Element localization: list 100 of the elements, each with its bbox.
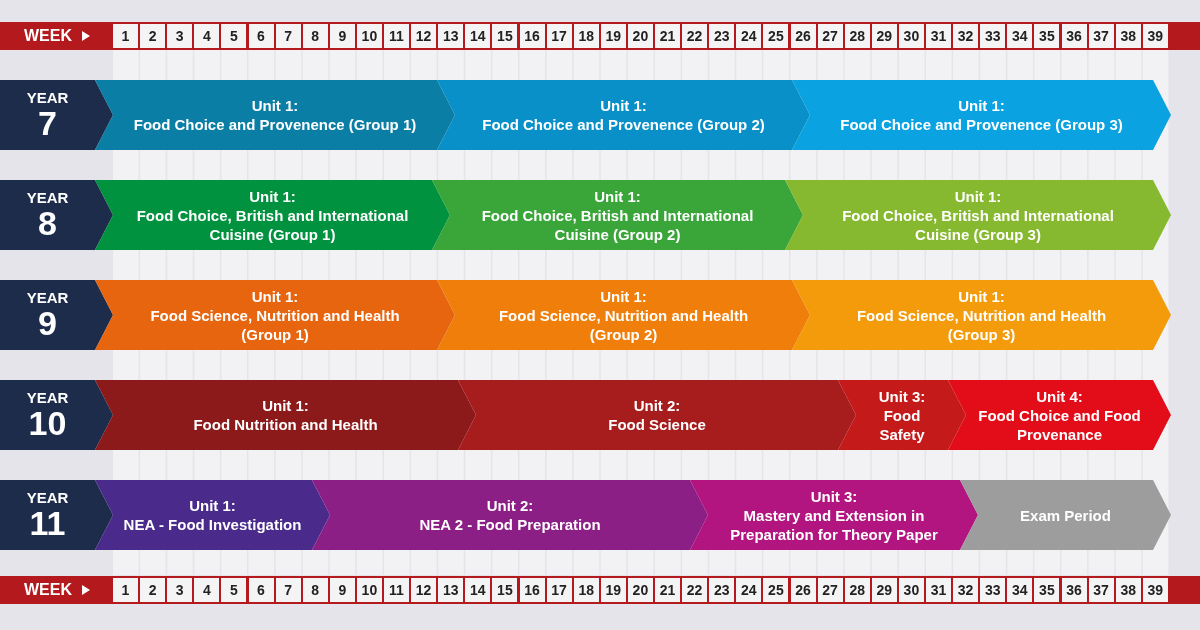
- week-number: 33: [980, 24, 1006, 48]
- week-number: 23: [709, 24, 735, 48]
- year-label: YEAR: [26, 390, 69, 406]
- week-number: 12: [411, 578, 437, 602]
- week-number: 11: [384, 24, 409, 48]
- unit-title: Unit 1:: [958, 286, 1005, 306]
- unit-banner: [95, 280, 455, 350]
- unit-title: Unit 1:: [958, 96, 1005, 115]
- week-number: 26: [790, 578, 816, 602]
- unit-title: Unit 1:: [189, 496, 236, 515]
- week-number: 35: [1034, 578, 1060, 602]
- year-banner: [0, 480, 113, 550]
- week-heading: WEEK: [24, 580, 72, 600]
- week-number: 1: [113, 578, 138, 602]
- unit-title: Unit 1:: [954, 186, 1002, 206]
- week-number: 19: [600, 24, 626, 48]
- unit-banner: [312, 480, 708, 550]
- unit-title: Unit 1:: [251, 286, 299, 306]
- year-number: 10: [28, 406, 67, 440]
- unit-banner: [458, 380, 856, 450]
- unit-description: Food Choice, British and International Cuisine (Group 3): [841, 205, 1115, 244]
- unit-banner: [690, 480, 978, 550]
- unit-title: Unit 3:: [810, 486, 858, 506]
- week-number: 25: [763, 578, 789, 602]
- year-banner: [0, 380, 113, 450]
- week-number: 34: [1007, 24, 1033, 48]
- week-number: 7: [275, 24, 301, 48]
- unit-title: Unit 1:: [249, 186, 296, 206]
- week-number: 22: [682, 578, 708, 602]
- unit-banner: [960, 480, 1171, 550]
- week-number: 18: [573, 578, 599, 602]
- unit-description: Food Safety: [878, 405, 926, 444]
- week-number: 15: [492, 24, 518, 48]
- unit-description: Food Science, Nutrition and Health (Group 3): [855, 305, 1108, 344]
- week-number: 37: [1088, 578, 1114, 602]
- unit-title: Unit 1:: [262, 396, 309, 415]
- year-number: 8: [38, 206, 57, 240]
- year-banner: [0, 280, 113, 350]
- unit-description: Mastery and Extension in Preparation for Theory Paper: [729, 505, 939, 544]
- week-number: 24: [736, 24, 762, 48]
- week-number: 5: [221, 578, 247, 602]
- unit-banner: [95, 380, 476, 450]
- week-number: 9: [329, 578, 355, 602]
- week-number: 24: [736, 578, 762, 602]
- unit-banner: [785, 180, 1171, 250]
- week-number: 20: [627, 24, 653, 48]
- week-number: 25: [763, 24, 789, 48]
- unit-title: Unit 2:: [486, 496, 534, 515]
- week-number: 10: [356, 24, 382, 48]
- year-number: 11: [29, 506, 66, 540]
- year-number: 7: [38, 106, 57, 140]
- week-number: 5: [221, 24, 247, 48]
- week-number: 20: [627, 578, 653, 602]
- unit-banner: [792, 80, 1171, 150]
- week-number: 31: [926, 578, 951, 602]
- unit-description: Food Choice, British and International Cuisine (Group 1): [135, 205, 410, 244]
- year-label: YEAR: [26, 90, 69, 106]
- week-number: 29: [871, 578, 897, 602]
- week-number: 8: [302, 578, 328, 602]
- unit-title: Unit 1:: [594, 186, 641, 206]
- unit-title: Unit 4:: [1036, 386, 1083, 406]
- week-number: 4: [194, 24, 220, 48]
- unit-description: Food Choice and Provenence (Group 3): [840, 115, 1123, 134]
- unit-description: Exam Period: [1020, 505, 1111, 525]
- week-number: 31: [926, 24, 951, 48]
- week-number: 27: [817, 24, 843, 48]
- week-number: 3: [167, 578, 193, 602]
- unit-banner: [437, 280, 810, 350]
- week-number: 16: [519, 24, 545, 48]
- year-banner: [0, 80, 113, 150]
- unit-banner: [948, 380, 1171, 450]
- week-number: 7: [275, 578, 301, 602]
- unit-banner: [838, 380, 966, 450]
- week-number: 16: [519, 578, 545, 602]
- year-label: YEAR: [26, 290, 69, 306]
- week-number: 32: [953, 24, 979, 48]
- week-number: 34: [1007, 578, 1033, 602]
- week-number: 22: [682, 24, 708, 48]
- year-number: 9: [38, 306, 57, 340]
- week-number: 19: [600, 578, 626, 602]
- unit-banner: [792, 280, 1171, 350]
- unit-description: NEA - Food Investigation: [123, 515, 302, 534]
- week-number: 30: [898, 578, 924, 602]
- unit-banner: [95, 80, 455, 150]
- week-number: 1: [113, 24, 138, 48]
- week-number: 4: [194, 578, 220, 602]
- week-number: 30: [898, 24, 924, 48]
- week-number: 2: [140, 578, 166, 602]
- week-number: 13: [438, 24, 464, 48]
- unit-title: Unit 1:: [600, 96, 647, 115]
- week-number: 6: [248, 578, 274, 602]
- week-heading: WEEK: [24, 26, 72, 46]
- week-number: 33: [980, 578, 1006, 602]
- year-banner: [0, 180, 113, 250]
- unit-description: Food Choice, British and International Cuisine (Group 2): [480, 205, 755, 244]
- week-number: 9: [329, 24, 355, 48]
- unit-banner: [432, 180, 803, 250]
- unit-title: Unit 2:: [633, 396, 681, 415]
- unit-description: Food Science: [608, 415, 706, 434]
- week-number: 21: [655, 578, 680, 602]
